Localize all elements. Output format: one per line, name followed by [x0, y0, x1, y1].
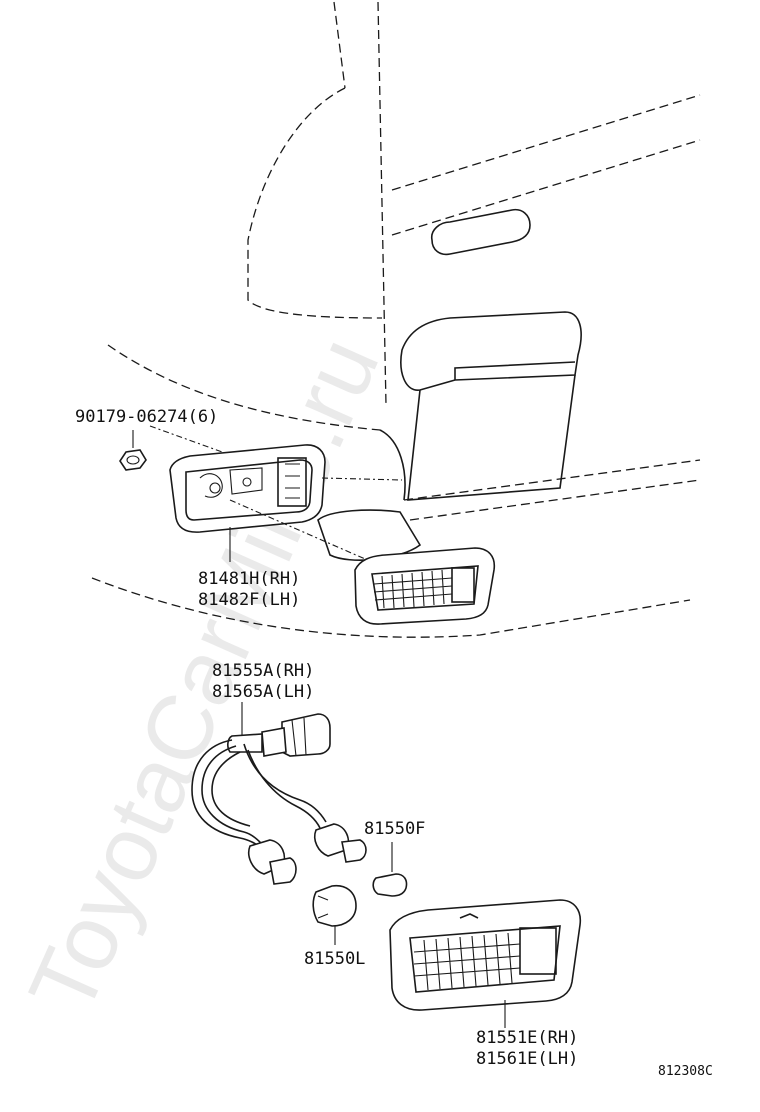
nut-icon: [119, 449, 147, 471]
vehicle-body-outline: [91, 1, 701, 638]
body-line-lower: [391, 139, 701, 236]
diagram-code: 812308C: [658, 1064, 713, 1079]
lamp-socket-bracket: [169, 444, 403, 563]
large-bulb-socket-tip: [269, 857, 297, 885]
body-line-upper: [391, 94, 701, 191]
nut-part-number: 90179-06274(6): [75, 407, 218, 427]
bracket-connector-block: [277, 457, 307, 507]
lamp-grid: [413, 932, 521, 991]
harness-sleeve: [227, 733, 263, 753]
mounted-lamp: [354, 547, 496, 625]
bracket-frame: [169, 444, 326, 533]
bracket-projection-line-2: [321, 477, 403, 481]
bracket-hole-right: [242, 477, 252, 487]
tail-lamp-housing-outline: [247, 87, 383, 319]
lamp-lh-part-number: 81561E(LH): [476, 1049, 578, 1069]
bumper-corner: [379, 429, 406, 501]
bracket-projection-line: [229, 499, 373, 563]
harness-boot: [261, 727, 287, 757]
harness-rh-part-number: 81555A(RH): [212, 661, 314, 681]
reflector-cutout: [317, 509, 422, 561]
bracket-hole-left: [209, 482, 221, 494]
bumper-step-line-2: [409, 479, 701, 521]
mounted-lamp-grid: [373, 569, 453, 609]
side-marker-lamp: [389, 899, 582, 1028]
bulb-small-part-number: 81550F: [364, 819, 425, 839]
lamp-tab: [459, 913, 479, 919]
connector-ribs: [291, 717, 307, 757]
license-plate-recess: [407, 374, 576, 501]
small-bulb-icon: [372, 873, 408, 897]
wire-harness: [191, 702, 367, 885]
bracket-clips: [199, 467, 263, 498]
tailgate-handle: [430, 208, 531, 256]
harness-connector: [281, 713, 331, 757]
lamp-rh-part-number: 81551E(RH): [476, 1028, 578, 1048]
small-bulb-socket-tip: [341, 839, 367, 863]
pillar-line: [333, 1, 346, 89]
harness-wire-4: [243, 743, 327, 823]
harness-lh-part-number: 81565A(LH): [212, 682, 314, 702]
large-bulb-icon: [312, 884, 357, 927]
lamp-lens: [409, 925, 561, 993]
bracket-inner-frame: [185, 459, 313, 521]
mounted-lamp-clear-window: [451, 567, 475, 603]
harness-wire-1: [191, 739, 263, 849]
nut-bore: [126, 455, 140, 465]
license-lamp-housing: [400, 311, 582, 391]
harness-wire-2: [201, 745, 265, 847]
license-lamp-lip: [454, 361, 576, 380]
mounted-lamp-lens: [371, 565, 479, 611]
bumper-top-line: [107, 344, 381, 431]
callout-labels: 90179-06274(6) 81481H(RH) 81482F(LH) 815…: [75, 407, 713, 1079]
lamp-clear-window: [519, 927, 557, 975]
harness-wire-5: [247, 749, 321, 829]
socket-lh-part-number: 81482F(LH): [198, 590, 300, 610]
connector-ribs: [285, 463, 300, 499]
harness-wire-3: [211, 751, 251, 827]
large-bulb-base: [317, 895, 329, 919]
bumper-step-line: [403, 459, 701, 501]
bulb-large-part-number: 81550L: [304, 949, 365, 969]
socket-rh-part-number: 81481H(RH): [198, 569, 300, 589]
bumper-bottom-line: [91, 577, 691, 638]
bulbs: [312, 842, 408, 945]
door-edge-line: [377, 1, 387, 406]
